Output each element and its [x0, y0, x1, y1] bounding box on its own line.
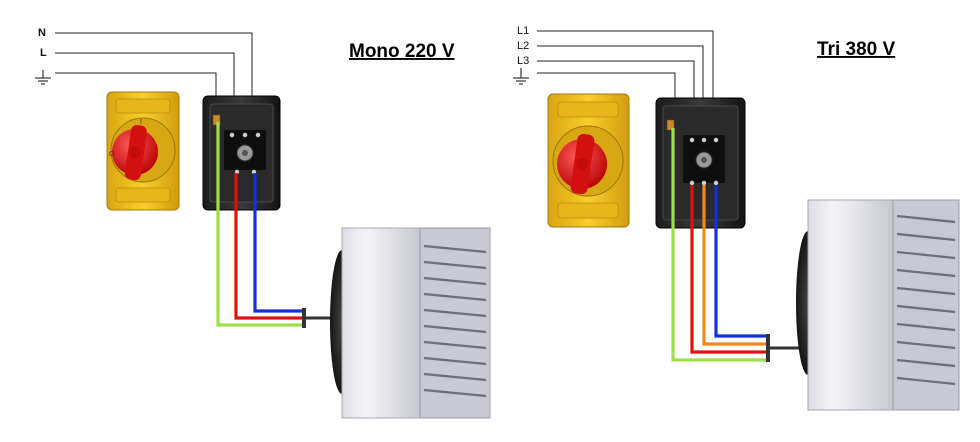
- mono-section: Mono 220 V N L I O: [35, 27, 491, 419]
- tri-title: Tri 380 V: [817, 39, 895, 60]
- tri-section: Tri 380 V L1 L2 L3: [513, 25, 960, 411]
- rotary-knob-icon: [557, 133, 607, 195]
- isolator-switch: [547, 93, 630, 228]
- l1-wire: [690, 185, 768, 354]
- l3-wire: [714, 185, 768, 338]
- mono-title: Mono 220 V: [349, 41, 455, 62]
- l3-label: L3: [517, 55, 529, 67]
- svg-text:O: O: [109, 151, 115, 158]
- output-wires: [216, 122, 306, 327]
- phase-wire: [234, 173, 306, 320]
- isolator-switch: I O: [106, 91, 180, 211]
- phase-label: L: [40, 47, 47, 59]
- l2-label: L2: [517, 40, 529, 52]
- junction-box: [202, 95, 281, 211]
- louver-slats: [896, 214, 956, 386]
- neutral-wire: [253, 173, 306, 313]
- ground-icon: [35, 70, 51, 85]
- air-heater-unit: [330, 227, 491, 419]
- svg-text:I: I: [140, 119, 142, 126]
- earth-wire: [216, 122, 306, 327]
- ground-icon: [513, 68, 529, 85]
- neutral-label: N: [38, 27, 46, 39]
- earth-wire: [671, 128, 768, 362]
- output-wires: [671, 128, 768, 362]
- air-heater-unit: [796, 199, 960, 411]
- terminal-screws: [689, 137, 719, 186]
- louver-slats: [423, 244, 487, 398]
- l2-wire: [702, 185, 768, 346]
- l1-label: L1: [517, 25, 529, 37]
- rotary-knob-icon: [112, 125, 158, 181]
- junction-box: [655, 97, 746, 229]
